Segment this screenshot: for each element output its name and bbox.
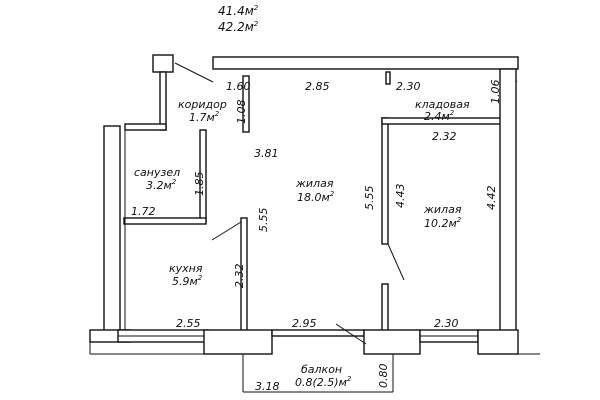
svg-text:1.7м2: 1.7м2 bbox=[189, 110, 220, 124]
left-wall bbox=[89, 125, 131, 343]
svg-text:санузел: санузел bbox=[134, 166, 180, 179]
corridor-partition bbox=[242, 75, 250, 133]
dim-2-55: 2.55 bbox=[176, 317, 201, 330]
bathroom-walls bbox=[123, 129, 207, 330]
balcony-outline bbox=[242, 323, 394, 393]
dim-3-18: 3.18 bbox=[255, 380, 280, 393]
svg-text:18.0м2: 18.0м2 bbox=[297, 190, 335, 204]
svg-text:жилая: жилая bbox=[295, 177, 334, 190]
svg-text:кухня: кухня bbox=[169, 262, 203, 275]
dim-4-43: 4.43 bbox=[394, 184, 407, 209]
room-pantry: кладовая 2.4м2 bbox=[415, 98, 470, 123]
right-wall bbox=[499, 68, 517, 332]
dim-2-95: 2.95 bbox=[292, 317, 317, 330]
corridor-wall bbox=[124, 71, 167, 131]
bottom-wall bbox=[89, 329, 540, 355]
dim-1-08: 1.08 bbox=[235, 100, 248, 125]
dim-2-30-bottom: 2.30 bbox=[434, 317, 459, 330]
svg-text:0.8(2.5)м2: 0.8(2.5)м2 bbox=[295, 375, 352, 389]
dim-5-55-mid: 5.55 bbox=[363, 186, 376, 211]
svg-text:3.2м2: 3.2м2 bbox=[146, 178, 177, 192]
svg-text:балкон: балкон bbox=[301, 363, 342, 376]
svg-text:кладовая: кладовая bbox=[415, 98, 470, 111]
room-bathroom: санузел 3.2м2 bbox=[134, 166, 180, 192]
svg-text:жилая: жилая bbox=[423, 203, 462, 216]
dim-0-80: 0.80 bbox=[377, 364, 390, 389]
svg-text:коридор: коридор bbox=[178, 98, 227, 111]
dim-2-32-kitchen: 2.32 bbox=[233, 264, 246, 289]
dim-1-60: 1.60 bbox=[226, 80, 251, 93]
dim-2-85: 2.85 bbox=[305, 80, 330, 93]
room-kitchen: кухня 5.9м2 bbox=[169, 262, 203, 288]
svg-text:5.9м2: 5.9м2 bbox=[172, 274, 203, 288]
dim-3-81: 3.81 bbox=[254, 147, 279, 160]
room-living-large: жилая 18.0м2 bbox=[295, 177, 335, 204]
dim-1-72: 1.72 bbox=[131, 205, 156, 218]
dim-1-06: 1.06 bbox=[489, 80, 502, 105]
dim-1-85: 1.85 bbox=[193, 172, 206, 197]
living-area-total: 41.4м2 bbox=[218, 4, 259, 18]
room-corridor: коридор 1.7м2 bbox=[178, 98, 227, 124]
total-area: 42.2м2 bbox=[218, 20, 259, 34]
top-wall bbox=[174, 56, 519, 83]
svg-text:2.4м2: 2.4м2 bbox=[424, 109, 455, 123]
dim-2-30-top: 2.30 bbox=[396, 80, 421, 93]
dim-5-55-left: 5.55 bbox=[257, 208, 270, 233]
dim-2-32-pantry: 2.32 bbox=[432, 130, 457, 143]
svg-text:10.2м2: 10.2м2 bbox=[424, 216, 462, 230]
room-living-small: жилая 10.2м2 bbox=[423, 203, 462, 230]
dim-4-42: 4.42 bbox=[485, 186, 498, 211]
room-balcony: балкон 0.8(2.5)м2 bbox=[295, 363, 352, 389]
